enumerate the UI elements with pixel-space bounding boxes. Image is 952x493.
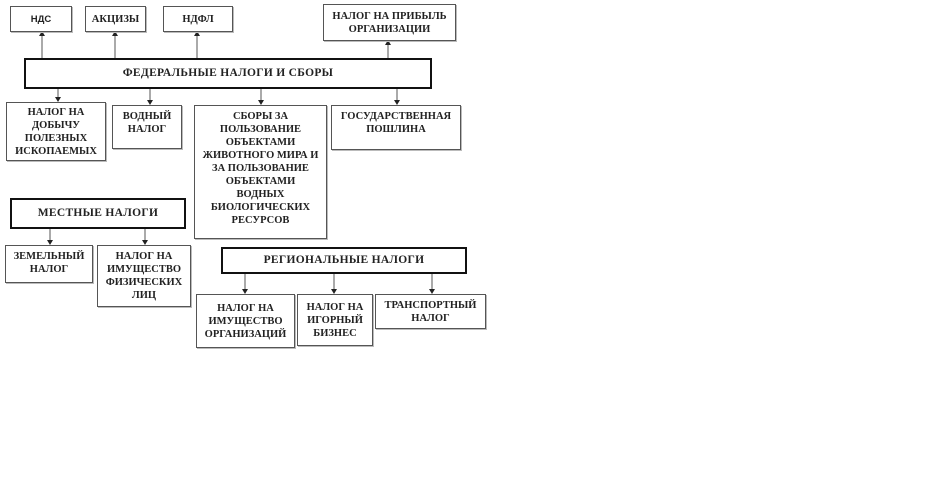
box-local-taxes: МЕСТНЫЕ НАЛОГИ xyxy=(10,198,186,229)
arrow-local-to-personal-property-tax xyxy=(142,229,148,245)
box-regional-taxes: РЕГИОНАЛЬНЫЕ НАЛОГИ xyxy=(221,247,467,274)
box-vat: НДС xyxy=(10,6,72,32)
arrow-federal-to-vat xyxy=(39,31,45,58)
box-organization-property-tax: НАЛОГ НА ИМУЩЕСТВО ОРГАНИЗАЦИЙ xyxy=(196,294,295,348)
box-wildlife-and-aquatic-resources-fees: СБОРЫ ЗА ПОЛЬЗОВАНИЕ ОБЪЕКТАМИ ЖИВОТНОГО… xyxy=(194,105,327,239)
arrow-federal-to-pit xyxy=(194,31,200,58)
box-water-tax: ВОДНЫЙ НАЛОГ xyxy=(112,105,182,149)
box-gambling-business-tax: НАЛОГ НА ИГОРНЫЙ БИЗНЕС xyxy=(297,294,373,346)
arrow-regional-to-gambling-tax xyxy=(331,274,337,294)
arrow-local-to-land-tax xyxy=(47,229,53,245)
arrow-federal-to-mineral-tax xyxy=(55,89,61,102)
box-corporate-profit-tax: НАЛОГ НА ПРИБЫЛЬ ОРГАНИЗАЦИИ xyxy=(323,4,456,41)
box-personal-property-tax: НАЛОГ НА ИМУЩЕСТВО ФИЗИЧЕСКИХ ЛИЦ xyxy=(97,245,191,307)
arrow-federal-to-excise xyxy=(112,31,118,58)
box-state-duty: ГОСУДАРСТВЕННАЯ ПОШЛИНА xyxy=(331,105,461,150)
arrow-federal-to-profit-tax xyxy=(385,40,391,58)
box-personal-income-tax: НДФЛ xyxy=(163,6,233,32)
box-land-tax: ЗЕМЕЛЬНЫЙ НАЛОГ xyxy=(5,245,93,283)
box-mineral-extraction-tax: НАЛОГ НА ДОБЫЧУ ПОЛЕЗНЫХ ИСКОПАЕМЫХ xyxy=(6,102,106,161)
arrow-federal-to-fees xyxy=(258,89,264,105)
arrow-regional-to-org-property-tax xyxy=(242,274,248,294)
box-transport-tax: ТРАНСПОРТНЫЙ НАЛОГ xyxy=(375,294,486,329)
arrow-federal-to-state-duty xyxy=(394,89,400,105)
arrow-regional-to-transport-tax xyxy=(429,274,435,294)
box-federal-taxes: ФЕДЕРАЛЬНЫЕ НАЛОГИ И СБОРЫ xyxy=(24,58,432,89)
box-excise: АКЦИЗЫ xyxy=(85,6,146,32)
arrow-federal-to-water-tax xyxy=(147,89,153,105)
